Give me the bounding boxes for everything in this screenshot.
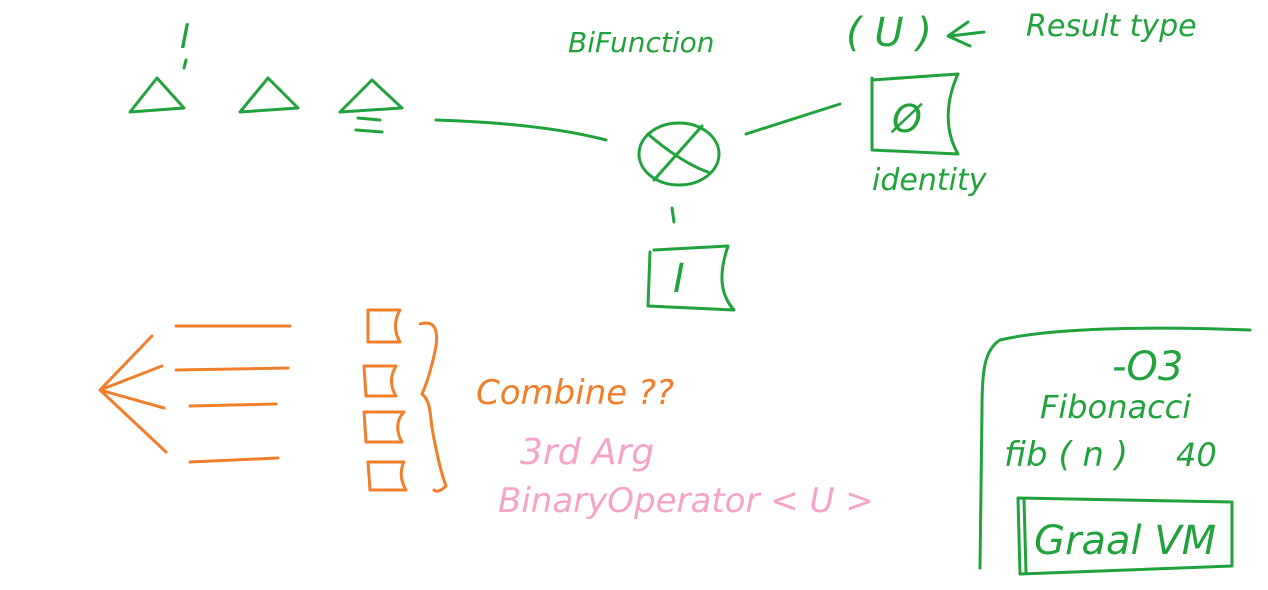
triangle-group: I bbox=[128, 17, 404, 134]
connector-mark bbox=[670, 206, 676, 224]
combiner-circle bbox=[637, 121, 721, 187]
o3-label: -O3 bbox=[1112, 344, 1183, 390]
bifunction-label: BiFunction bbox=[568, 26, 714, 59]
orange-fan bbox=[98, 324, 292, 464]
fan-stroke-2 bbox=[98, 388, 166, 410]
identity-symbol: Ø bbox=[890, 97, 923, 141]
fib-arg-label: 40 bbox=[1176, 436, 1217, 474]
orange-line-3 bbox=[188, 402, 278, 408]
binary-operator-label: BinaryOperator < U > bbox=[498, 481, 874, 521]
identity-box-frame bbox=[870, 72, 960, 156]
orange-line-2 bbox=[174, 366, 290, 372]
result-type-label: Result type bbox=[1026, 9, 1197, 44]
orange-box-1 bbox=[366, 308, 402, 344]
graal-vm-label: Graal VM bbox=[1034, 518, 1216, 564]
result-type-u: ( U ) bbox=[846, 10, 932, 56]
orange-box-3 bbox=[362, 410, 406, 444]
graal-vm-box-inner bbox=[1022, 498, 1028, 574]
identity-box: Ø bbox=[870, 72, 960, 156]
orange-box-4 bbox=[366, 460, 408, 492]
orange-box-2 bbox=[362, 364, 398, 398]
combiner-node bbox=[637, 121, 721, 187]
connector-line-right bbox=[744, 102, 842, 136]
arrow-head-icon bbox=[946, 20, 972, 48]
input-i-label: I bbox=[673, 256, 685, 302]
triangle-2 bbox=[238, 76, 300, 114]
fan-stroke-3 bbox=[98, 388, 168, 454]
top-label-i: I bbox=[180, 17, 190, 57]
third-arg-label: 3rd Arg bbox=[520, 432, 654, 473]
fib-n-label: fib ( n ) bbox=[1004, 435, 1128, 475]
triangle-3 bbox=[338, 78, 404, 114]
tick-mark bbox=[182, 58, 188, 70]
triangle-3-underline-1 bbox=[356, 116, 382, 122]
fibonacci-label: Fibonacci bbox=[1040, 388, 1191, 426]
orange-line-4 bbox=[188, 456, 280, 464]
input-i-box: I bbox=[646, 244, 736, 312]
identity-label: identity bbox=[872, 163, 988, 198]
combiner-cross bbox=[646, 132, 710, 174]
combine-label: Combine ?? bbox=[476, 373, 674, 413]
triangle-1 bbox=[128, 76, 186, 114]
graal-panel-frame bbox=[978, 326, 1252, 570]
graal-panel: -O3 Fibonacci fib ( n ) 40 Graal VM bbox=[978, 326, 1252, 576]
arrow-shaft bbox=[948, 30, 986, 38]
graal-vm-box-outer bbox=[1016, 496, 1234, 576]
triangle-3-underline-2 bbox=[354, 128, 384, 134]
orange-brace bbox=[418, 321, 448, 493]
fan-stroke-1 bbox=[98, 334, 164, 392]
combiner-slash bbox=[652, 124, 704, 182]
input-i-box-frame bbox=[646, 244, 736, 312]
orange-boxes bbox=[362, 308, 408, 492]
connector-line-left bbox=[434, 118, 608, 142]
